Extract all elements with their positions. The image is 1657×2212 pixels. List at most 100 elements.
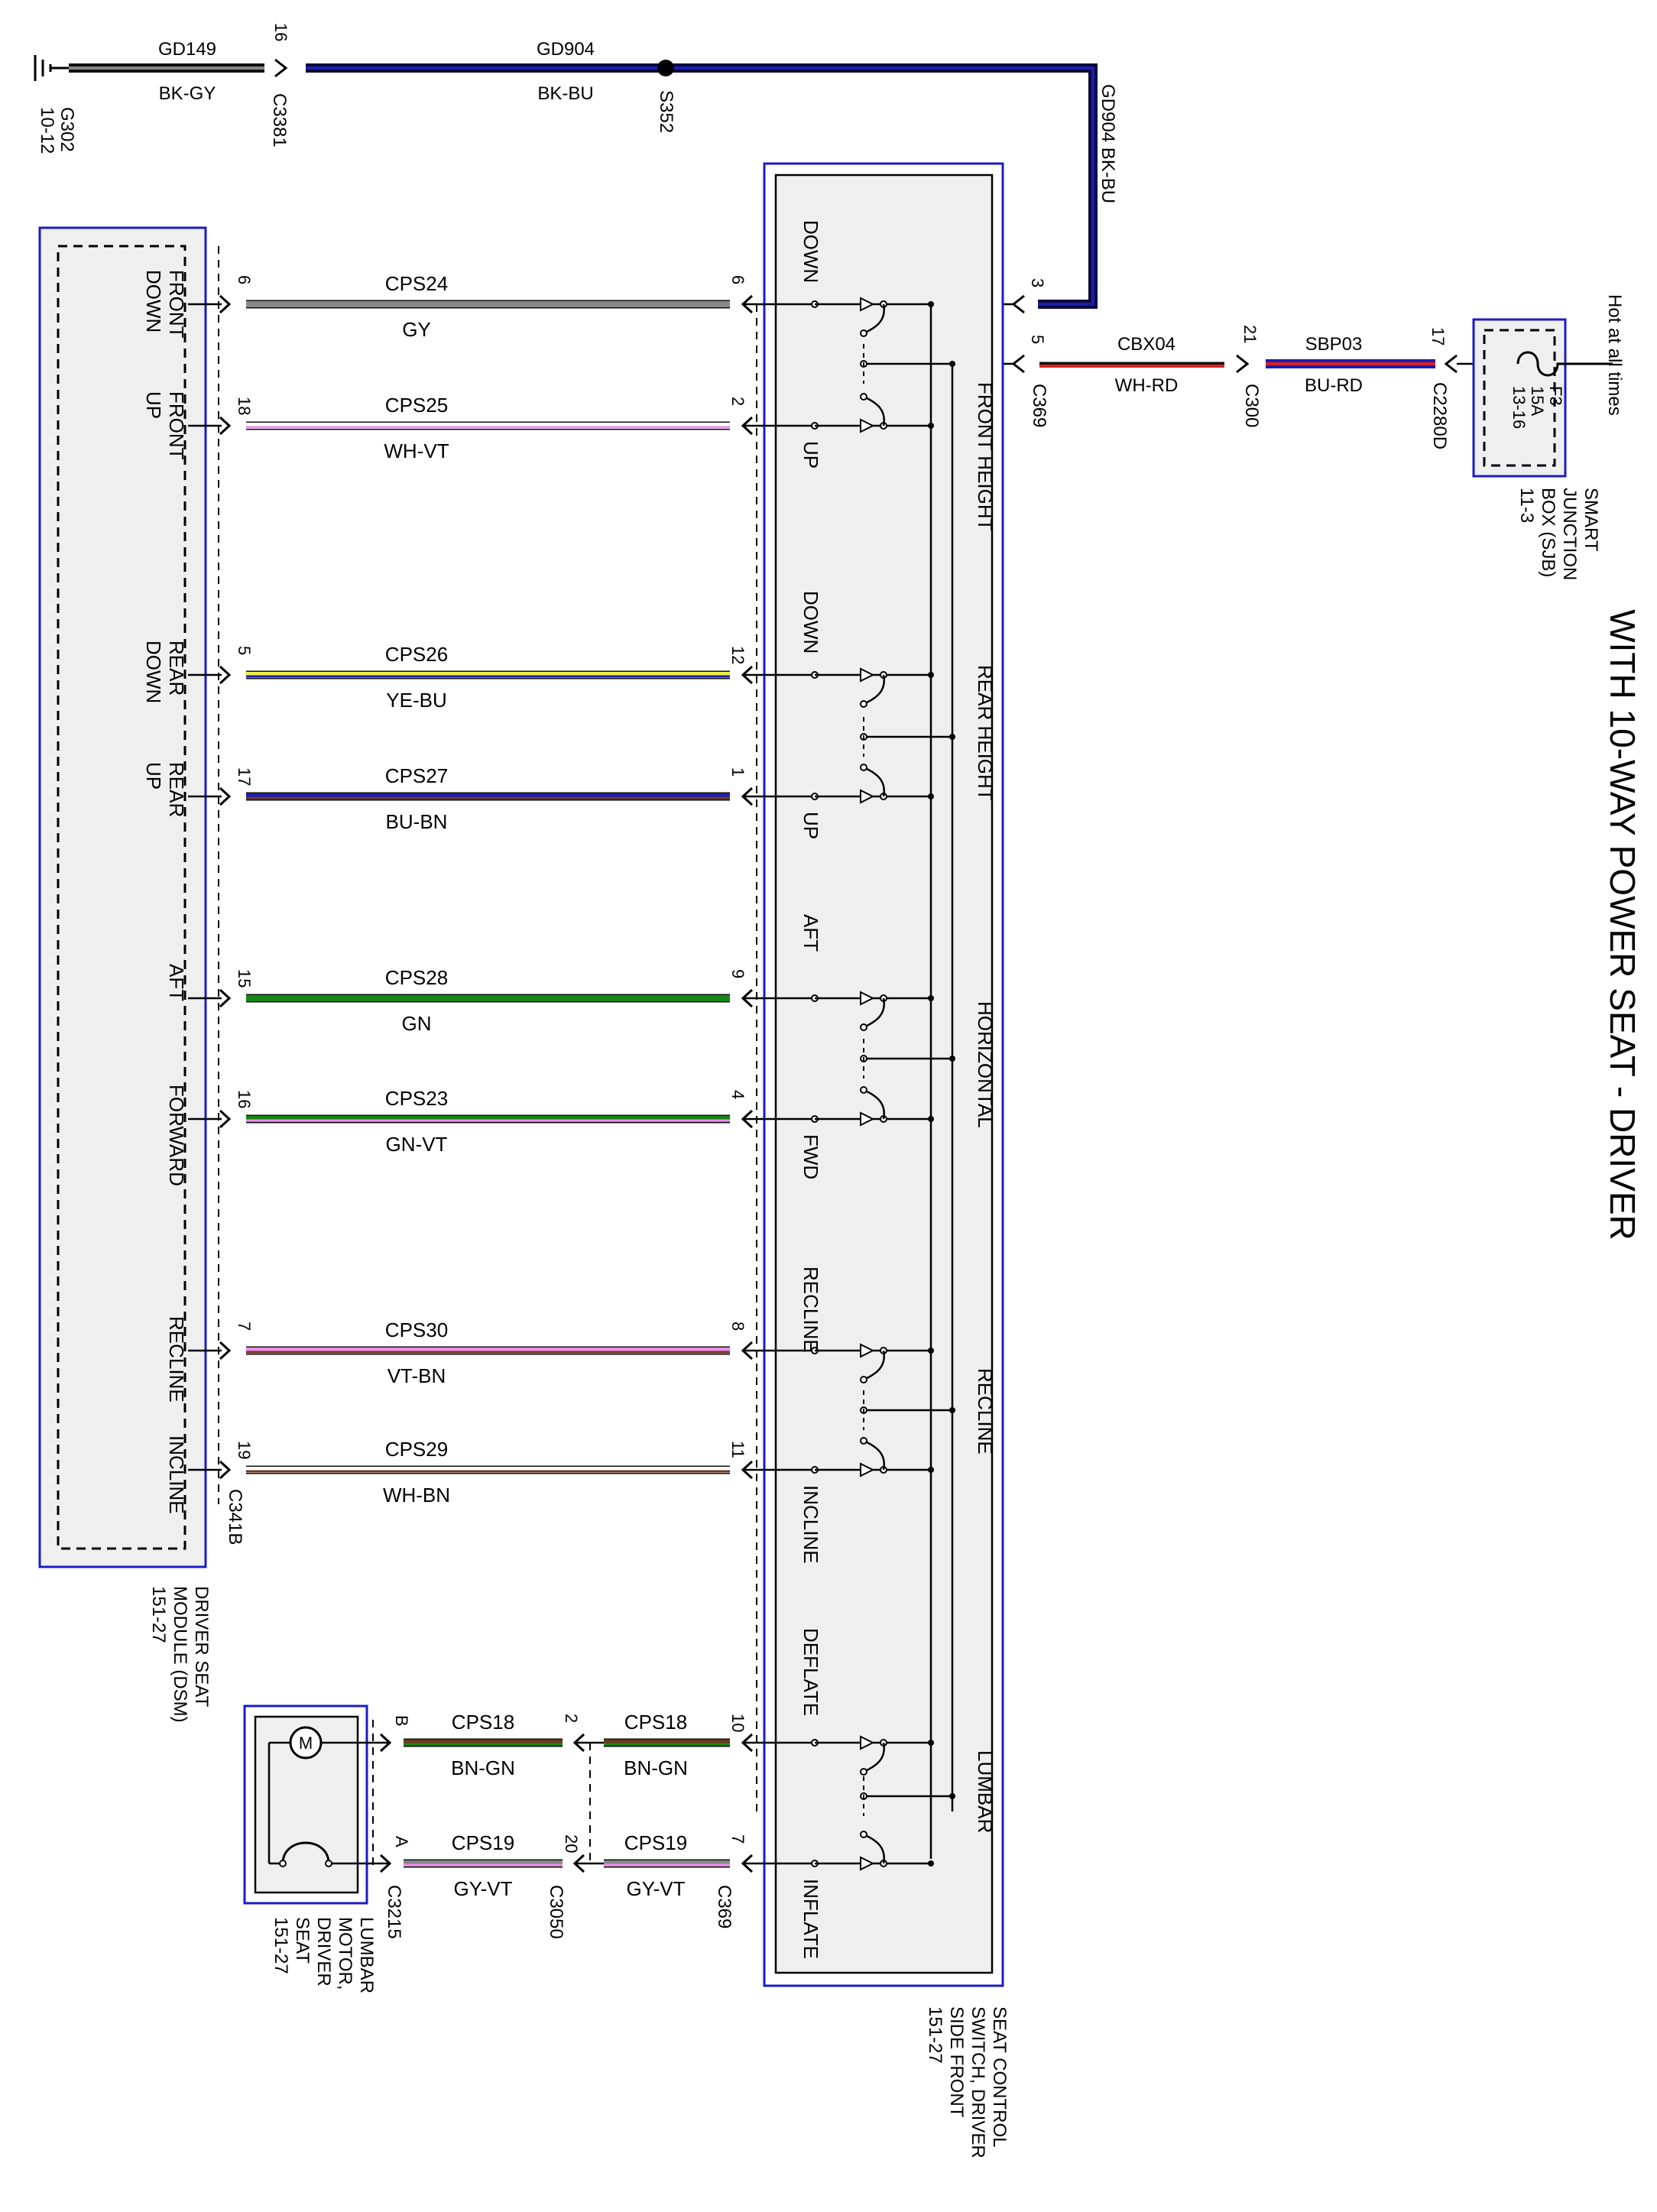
ground-name: G302 [57, 107, 77, 152]
circuit-recline-switch-contact-node [928, 1348, 934, 1354]
circuit-incline-wire-color: WH-BN [383, 1484, 450, 1507]
wire-gd149-id: GD149 [158, 39, 216, 60]
circuit-aft-wire-color: GN [402, 1012, 432, 1035]
circuit-front-down-switch-contact-pivot [860, 329, 867, 337]
circuit-rear-up-switch-label-line: UP [799, 812, 822, 839]
circuit-front-up-switch-pin: 2 [728, 397, 747, 406]
circuit-forward-switch-label: FWD [799, 1134, 822, 1179]
circuit-recline-switch-contact-pivot [860, 1376, 867, 1383]
motor-terminal-right [325, 1860, 332, 1867]
dsm-name-text-line: MODULE (DSM) [170, 1586, 190, 1723]
circuit-incline-switch-contact-node [928, 1467, 934, 1473]
circuit-aft-switch-label: AFT [799, 914, 822, 952]
circuit-recline-switch-contact [811, 1343, 934, 1383]
lumbar-connector-c369-label: C369 [714, 1885, 734, 1928]
circuit-lumbar-deflate-switch-contact-pivot [860, 1768, 867, 1776]
lumbar-motor-name-text-line: DRIVER [313, 1917, 334, 1987]
sjb-name-text-line: 11-3 [1516, 488, 1537, 523]
circuit-forward-switch-contact [811, 1086, 934, 1127]
switch-power-tap-node [949, 361, 955, 367]
connector-c3381-pin: 16 [271, 23, 290, 41]
circuit-forward-switch-contact-node [928, 1116, 934, 1122]
hot-at-all-times-label: Hot at all times [1604, 294, 1625, 416]
circuit-lumbar-deflate-motor-pin: B [392, 1715, 411, 1727]
dsm-box [38, 226, 207, 1568]
wire-gd904-stripe [306, 66, 1094, 306]
circuit-lumbar-deflate-mid-pin: 2 [562, 1714, 581, 1723]
connector-c2280d-pin: 17 [1428, 327, 1448, 345]
circuit-incline-switch-label-line: INCLINE [799, 1485, 822, 1564]
circuit-front-up-switch-label: UP [799, 441, 822, 469]
circuit-lumbar-deflate-switch-label-line: DEFLATE [799, 1628, 822, 1716]
circuit-front-up-switch-label-line: UP [799, 441, 822, 469]
circuit-recline-circuit-id: CPS30 [385, 1318, 448, 1341]
circuit-aft-dsm-pin: 15 [235, 969, 254, 988]
ground-section: G302 10-12 GD149 BK-GY 16 C3381 GD904 BK… [34, 23, 1118, 309]
circuit-rear-down-dsm-label-line: REAR [165, 641, 188, 696]
wire-gd149-color: BK-GY [159, 83, 216, 104]
switch-module-name-text-line: 151-27 [925, 2006, 945, 2064]
wire-gd904-vertical-label: GD904 BK-BU [1098, 84, 1118, 203]
circuit-lumbar-inflate-motor-arrow-icon [379, 1854, 392, 1873]
circuit-recline-switch-contact-diode-icon [860, 1343, 875, 1358]
sjb-name-text-line: SMART [1581, 488, 1601, 552]
circuit-forward-switch-pin: 4 [728, 1090, 747, 1099]
fuse-f3-rating: 15A [1528, 386, 1547, 416]
circuit-rear-up-wire-color: BU-BN [386, 810, 448, 833]
circuit-aft-dsm-label: AFT [165, 964, 188, 1001]
circuit-lumbar-deflate-wire-color-right: BN-GN [624, 1756, 688, 1779]
switch-module-name-text-line: SIDE FRONT [946, 2006, 967, 2118]
wire-cbx04-color: WH-RD [1115, 375, 1179, 396]
circuit-front-up-dsm-label-line: UP [142, 391, 165, 419]
circuit-lumbar-inflate-switch-contact-diode-icon [860, 1856, 875, 1871]
circuit-front-down-dsm-arrow-icon [219, 294, 232, 314]
splice-s352-dot [657, 60, 674, 76]
switch-power-tap-node [949, 1056, 955, 1062]
circuit-front-up-switch-contact-diode-icon [860, 418, 875, 433]
circuit-incline-switch-label: INCLINE [799, 1485, 822, 1564]
circuit-aft-dsm-label-line: AFT [165, 964, 188, 1001]
lumbar-motor-name-text-line: MOTOR, [335, 1917, 355, 1990]
switch-inner [774, 174, 994, 1974]
circuit-rear-up-switch-pin: 1 [728, 767, 747, 777]
circuit-lumbar-inflate-motor-pin: A [392, 1836, 411, 1847]
switch-module-name-text-line: SEAT CONTROL [989, 2006, 1010, 2147]
circuit-front-down-switch-contact-node [928, 301, 934, 307]
circuit-forward-dsm-label: FORWARD [165, 1085, 188, 1186]
circuit-forward-switch-contact-pivot [860, 1086, 867, 1094]
switch-pin3-label: 3 [1028, 278, 1047, 287]
circuit-lumbar-inflate-switch-contact [811, 1831, 934, 1871]
circuit-rear-down-circuit-id: CPS26 [385, 643, 448, 666]
circuit-forward-circuit-id: CPS23 [385, 1087, 448, 1110]
connector-c369-pin3-arrow-icon [1011, 294, 1025, 314]
circuit-front-down-switch-contact [811, 297, 934, 337]
circuit-rear-up-dsm-label-line: UP [142, 762, 165, 790]
circuit-lumbar-inflate-circuit-id-right: CPS19 [624, 1831, 687, 1854]
circuit-lumbar-deflate-switch-pin: 10 [728, 1714, 747, 1732]
circuit-aft-switch-pin: 9 [728, 969, 747, 978]
circuit-lumbar-inflate-mid-pin: 20 [562, 1834, 581, 1853]
switch-pin5-label: 5 [1028, 335, 1047, 344]
circuit-rear-up-switch-contact [811, 764, 934, 804]
circuit-forward-dsm-arrow-icon [219, 1109, 232, 1129]
circuit-lumbar-deflate-motor-arrow-icon [379, 1733, 392, 1753]
dsm-connector-c341b-label: C341B [225, 1489, 245, 1545]
circuit-front-down-switch-label: DOWN [799, 220, 822, 283]
circuit-rear-down-switch-contact-node [928, 672, 934, 678]
connector-c2280d-arrow-icon [1444, 354, 1458, 374]
lumbar-motor-name-text-line: SEAT [292, 1917, 313, 1964]
circuit-rear-up-dsm-label-line: REAR [165, 762, 188, 817]
circuit-front-up-switch-contact [811, 393, 934, 433]
circuit-forward-dsm-pin: 16 [235, 1090, 254, 1108]
circuit-lumbar-deflate-switch-contact [811, 1735, 934, 1776]
circuit-forward-wire-color: GN-VT [386, 1133, 448, 1156]
dsm-inner-dashed [57, 245, 186, 1550]
circuit-front-up-switch-contact-node [928, 423, 934, 429]
